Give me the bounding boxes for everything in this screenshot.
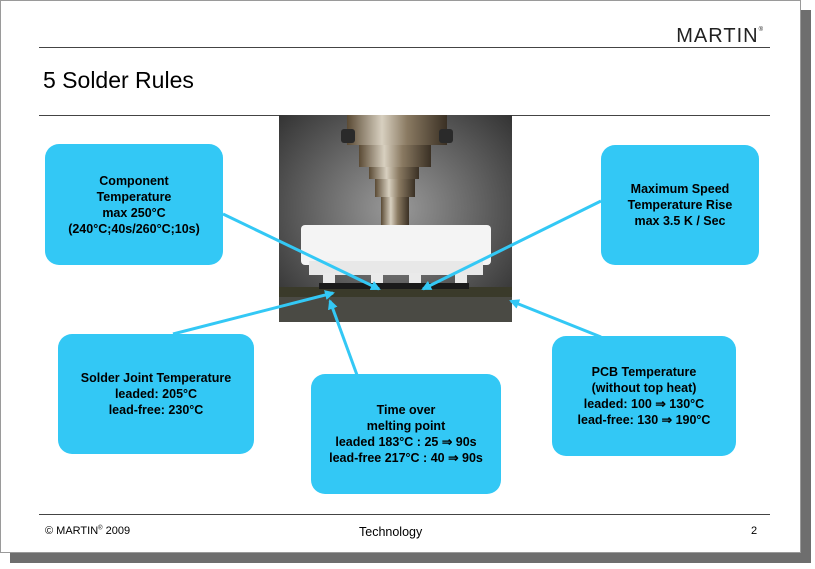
callout-line: max 3.5 K / Sec — [634, 214, 726, 228]
callout-line: lead-free: 230°C — [108, 403, 204, 417]
callout-line: Solder Joint Temperature — [80, 371, 232, 385]
callout-line: (240°C;40s/260°C;10s) — [68, 221, 200, 236]
callout-line: Time over — [376, 403, 436, 417]
footer-copyright: © MARTIN® 2009 — [45, 525, 131, 537]
page-title: 5 Solder Rules — [43, 67, 194, 93]
copyright-symbol: © — [45, 525, 54, 537]
arrow-time — [328, 299, 359, 376]
callout-line: lead-free 217°C : 40 ⇒ 90s — [329, 451, 483, 465]
callout-line: leaded: 205°C — [114, 387, 198, 401]
logo-text: MARTIN — [676, 25, 759, 47]
callout-line: Temperature — [96, 189, 172, 204]
callout-line: leaded: 100 ⇒ 130°C — [583, 397, 705, 411]
header-rule — [39, 47, 770, 48]
callout-arrows — [172, 199, 602, 376]
callout-maximum-speed: Maximum Speed Temperature Rise max 3.5 K… — [601, 145, 759, 265]
callout-line: Maximum Speed — [630, 182, 730, 196]
callout-line: leaded 183°C : 25 ⇒ 90s — [335, 435, 477, 449]
copyright-year: 2009 — [105, 525, 131, 537]
callout-line: lead-free: 130 ⇒ 190°C — [577, 413, 711, 427]
slide: MARTIN® 5 Solder Rules — [0, 0, 801, 553]
callout-time-over-melting-point: Time over melting point leaded 183°C : 2… — [311, 374, 501, 494]
callout-component-temperature: Component Temperature max 250°C (240°C;4… — [45, 144, 223, 265]
arrow-joint — [172, 290, 335, 336]
footer-rule — [39, 514, 770, 515]
page-number: 2 — [751, 525, 758, 537]
callout-line: Component — [99, 173, 169, 188]
arrow-pcb — [509, 299, 602, 339]
copyright-brand: MARTIN — [56, 525, 99, 537]
rework-nozzle-photo — [279, 115, 512, 322]
callout-line: PCB Temperature — [591, 365, 697, 379]
callout-line: (without top heat) — [591, 381, 697, 395]
callout-line: melting point — [366, 419, 446, 433]
callout-solder-joint-temperature: Solder Joint Temperature leaded: 205°C l… — [58, 334, 254, 454]
callout-line: max 250°C — [102, 205, 166, 220]
martin-logo: MARTIN® — [676, 25, 764, 47]
arrow-component — [222, 212, 381, 291]
arrow-speed — [421, 199, 602, 291]
callout-line: Temperature Rise — [627, 198, 733, 212]
callout-pcb-temperature: PCB Temperature (without top heat) leade… — [552, 336, 736, 456]
footer-section: Technology — [359, 525, 423, 539]
